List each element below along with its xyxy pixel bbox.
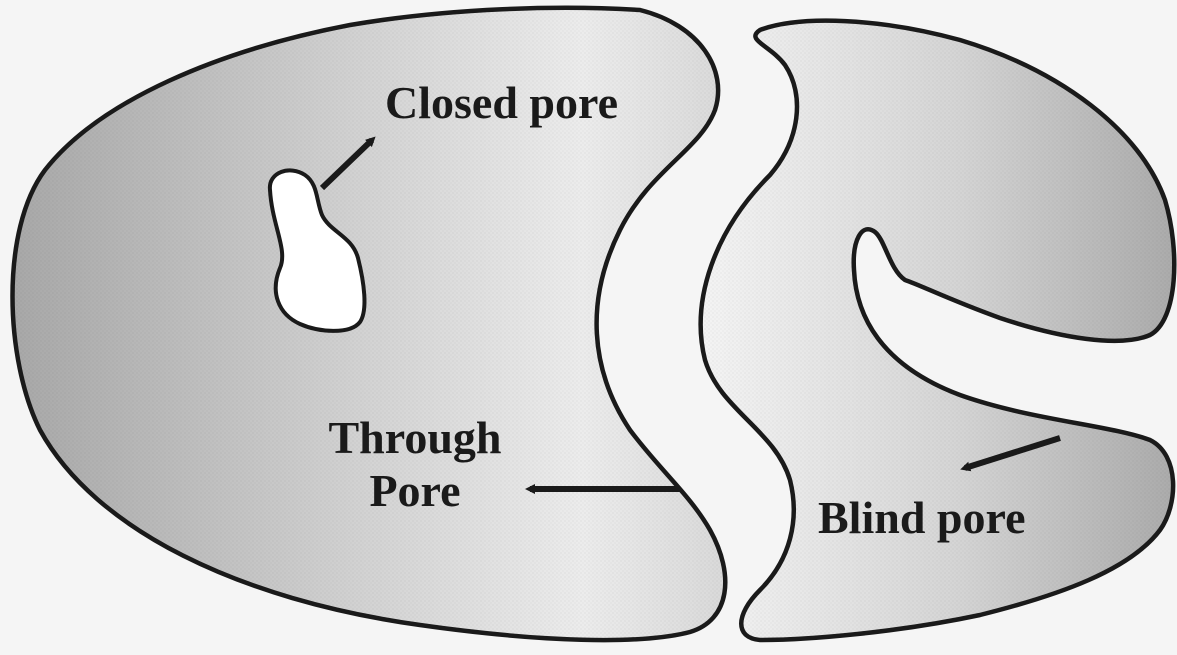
through-pore-label-line1: Through (328, 412, 501, 463)
through-pore-label-line2: Pore (369, 465, 460, 516)
left-grain-texture (13, 8, 726, 640)
closed-pore-label: Closed pore (385, 77, 618, 128)
blind-pore-label: Blind pore (818, 492, 1026, 543)
